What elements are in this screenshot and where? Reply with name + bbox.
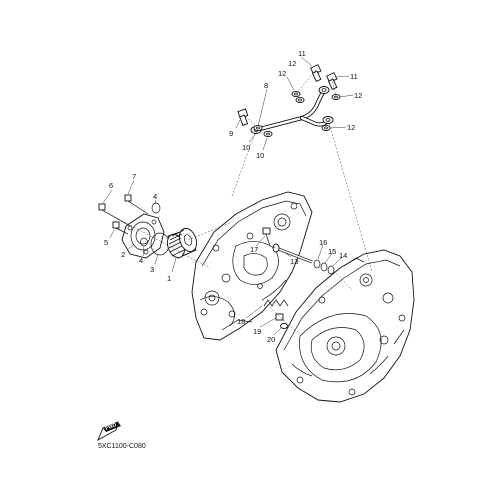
oil-delivery-pipe — [250, 86, 334, 134]
spring-18 — [263, 299, 289, 307]
o-ring-16 — [313, 259, 321, 269]
circlip-14 — [327, 265, 335, 275]
plug-19 — [275, 313, 284, 321]
part-label-11-top: 11 — [298, 49, 306, 58]
oil-filter-element-1 — [166, 227, 198, 259]
part-label-13: 13 — [290, 257, 298, 266]
part-label-9: 9 — [229, 129, 233, 138]
leader-lines — [102, 56, 354, 336]
oil-filter-cover — [121, 213, 165, 259]
part-label-7: 7 — [132, 172, 136, 181]
part-label-10-left: 10 — [242, 143, 250, 152]
crankcase-left-half — [191, 191, 313, 341]
union-bolt-11-right — [326, 72, 338, 90]
part-label-16: 16 — [319, 238, 327, 247]
part-label-8: 8 — [264, 81, 268, 90]
bolt-5 — [112, 221, 129, 235]
part-label-20: 20 — [267, 335, 275, 344]
drawing-code: 5XC1100-C080 — [98, 443, 146, 450]
part-label-1: 1 — [167, 274, 171, 283]
part-number-labels: 1 2 3 4 4 5 6 7 8 9 10 10 11 11 12 12 12… — [104, 49, 362, 344]
part-label-17: 17 — [250, 245, 258, 254]
part-label-4-lower: 4 — [139, 256, 143, 265]
part-label-19: 19 — [253, 327, 261, 336]
crankcase-right-half — [275, 249, 415, 403]
part-label-18: 18 — [237, 317, 245, 326]
relief-shaft-13 — [272, 243, 313, 264]
fwd-arrow-icon: FWD — [97, 421, 121, 442]
o-ring-4-upper — [151, 202, 161, 214]
washer-20 — [280, 323, 288, 329]
copper-washers — [253, 90, 341, 138]
bolt-17 — [262, 227, 271, 247]
part-label-5: 5 — [104, 238, 108, 247]
part-label-11-right: 11 — [350, 72, 358, 81]
part-label-2: 2 — [121, 250, 125, 259]
union-bolt-9 — [237, 108, 249, 126]
part-label-12-top: 12 — [288, 59, 296, 68]
part-label-10-right: 10 — [256, 151, 264, 160]
fwd-arrow-text: FWD — [105, 422, 118, 432]
part-label-12-right: 12 — [354, 91, 362, 100]
part-label-12-lower: 12 — [347, 123, 355, 132]
washer-15 — [320, 262, 328, 272]
union-bolt-11-upper — [310, 64, 322, 82]
assembly-guide-lines — [101, 69, 373, 335]
part-label-6: 6 — [109, 181, 113, 190]
part-label-12-left: 12 — [278, 69, 286, 78]
part-label-3: 3 — [150, 265, 154, 274]
part-label-15: 15 — [328, 247, 336, 256]
part-label-14: 14 — [339, 251, 347, 260]
bolt-7 — [124, 194, 149, 215]
part-label-4-upper: 4 — [153, 192, 157, 201]
